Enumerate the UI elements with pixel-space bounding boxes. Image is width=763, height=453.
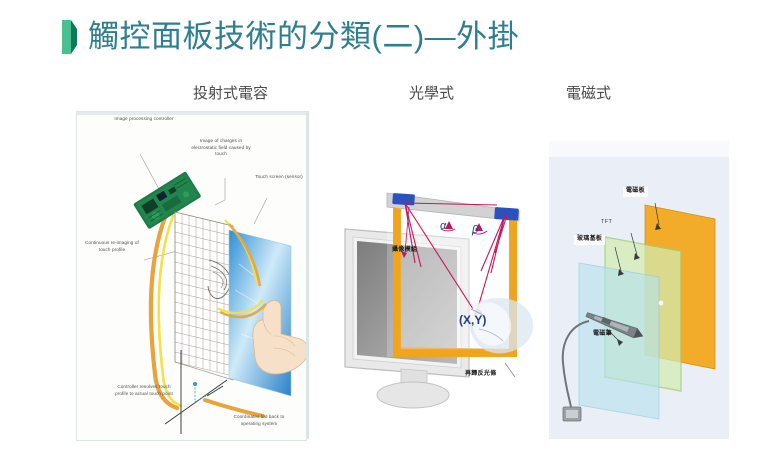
column-header-electromagnetic: 電磁式	[566, 85, 612, 102]
optical-svg	[309, 111, 538, 439]
electromagnetic-svg	[549, 141, 729, 439]
label-tft: TFT	[601, 219, 613, 225]
label-camera-module: 攝像模組	[392, 247, 418, 253]
label-touch-screen-sensor: Touch screen (sensor)	[255, 174, 303, 179]
diagram-projected-capacitive: Image processing controller Image of cha…	[76, 111, 307, 441]
chevron-bullet-icon	[62, 18, 78, 56]
diagram-electromagnetic: 電磁板 TFT 玻璃基板 電磁筆	[549, 141, 729, 439]
label-coordinate-xy: (X,Y)	[459, 313, 487, 327]
column-header-projected-capacitive: 投射式電容	[193, 85, 269, 102]
label-glass-substrate: 玻璃基板	[574, 235, 606, 245]
column-header-optical: 光學式	[409, 85, 455, 102]
label-coordinates-fed-back: Coordinates fed back to operating system	[233, 414, 285, 426]
label-controller-resolves-touch: Controller resolves touch profile to act…	[115, 384, 173, 396]
page-title: 觸控面板技術的分類(二)—外掛	[88, 19, 520, 54]
slide-title-row: 觸控面板技術的分類(二)—外掛	[62, 18, 519, 56]
label-em-board: 電磁板	[623, 187, 648, 197]
label-retroreflector-strip: 再歸反光條	[465, 371, 497, 377]
label-continuous-reimaging: Continuous re-imaging of touch profile	[85, 240, 139, 252]
label-image-processing-controller: Image processing controller	[114, 116, 174, 121]
projected-capacitive-svg	[77, 112, 306, 440]
label-angle-beta: β	[472, 224, 479, 236]
diagram-optical: 攝像模組 再歸反光條 α β (X,Y)	[307, 111, 538, 439]
label-charges-electrostatic-field: Image of charges in electrostatic field …	[191, 138, 251, 157]
label-angle-alpha: α	[440, 220, 447, 232]
label-em-pen: 電磁筆	[593, 331, 612, 337]
